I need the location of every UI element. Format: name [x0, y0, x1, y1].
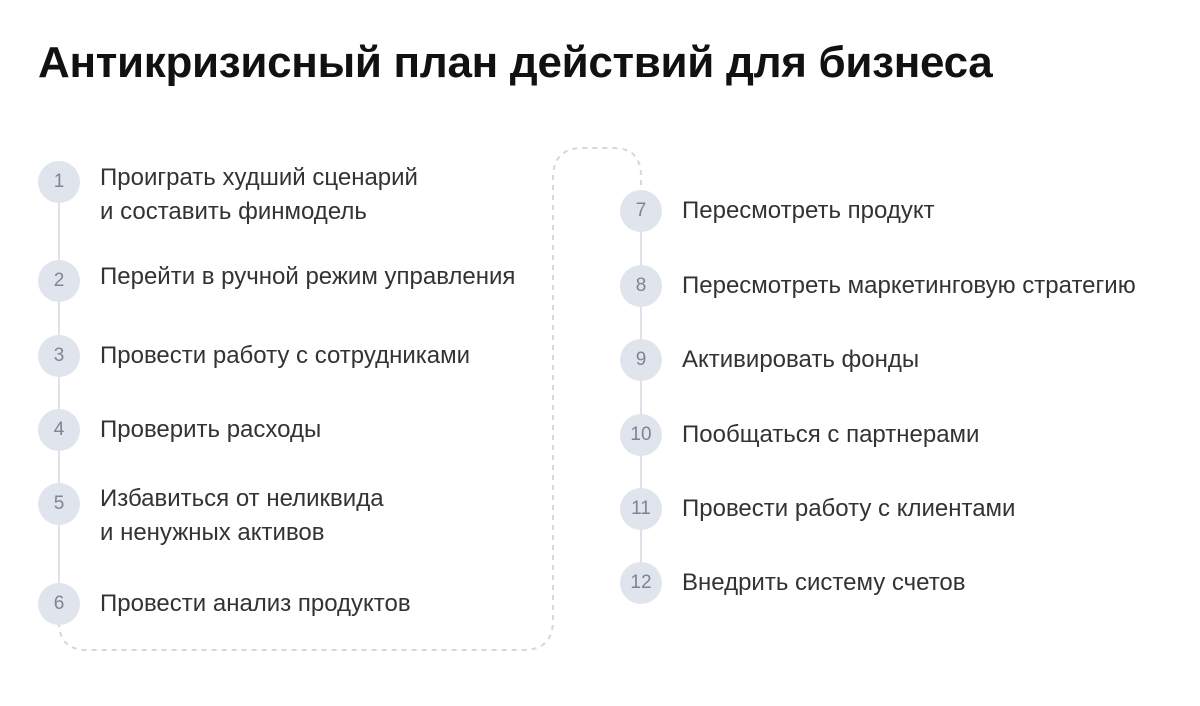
step-number-badge: 8 [620, 265, 662, 307]
step-label: Провести работу с клиентами [682, 492, 1015, 526]
step-label-line: Активировать фонды [682, 346, 920, 373]
step-label-line: Пообщаться с партнерами [682, 421, 980, 448]
step-label: Избавиться от неликвида и ненужных актив… [100, 482, 384, 550]
step-label: Провести анализ продуктов [100, 587, 411, 621]
step-label-line: Проиграть худший сценарий [100, 164, 418, 191]
step-number-badge: 9 [620, 339, 662, 381]
step-number-badge: 6 [38, 583, 80, 625]
step-label-line: и составить финмодель [100, 198, 367, 225]
step-label-line: Внедрить систему счетов [682, 569, 966, 596]
step-label: Проверить расходы [100, 413, 321, 447]
step-number-badge: 7 [620, 190, 662, 232]
step-label: Пересмотреть маркетинговую стратегию [682, 269, 1136, 303]
step-number-badge: 11 [620, 488, 662, 530]
step-number-badge: 5 [38, 483, 80, 525]
step-label: Пообщаться с партнерами [682, 418, 979, 452]
step-number-badge: 3 [38, 335, 80, 377]
step-label: Активировать фонды [682, 343, 919, 377]
step-label-line: Провести работу с сотрудниками [100, 342, 471, 369]
step-label: Внедрить систему счетов [682, 566, 966, 600]
step-number-badge: 10 [620, 414, 662, 456]
step-label: Проиграть худший сценарий и составить фи… [100, 161, 418, 229]
page-title: Антикризисный план действий для бизнеса [38, 38, 993, 87]
step-number-badge: 4 [38, 409, 80, 451]
step-number-badge: 1 [38, 161, 80, 203]
step-label-line: Проверить расходы [100, 416, 322, 443]
step-label-line: Провести анализ продуктов [100, 590, 411, 617]
step-label-line: Перейти в ручной режим управления [100, 263, 516, 290]
step-label-line: Избавиться от неликвида [100, 485, 384, 512]
step-label-line: и ненужных активов [100, 519, 325, 546]
step-label-line: Пересмотреть продукт [682, 197, 935, 224]
step-label: Перейти в ручной режим управления [100, 260, 515, 294]
step-number-badge: 2 [38, 260, 80, 302]
step-label: Провести работу с сотрудниками [100, 339, 470, 373]
step-label-line: Пересмотреть маркетинговую стратегию [682, 272, 1136, 299]
step-label-line: Провести работу с клиентами [682, 495, 1016, 522]
step-label: Пересмотреть продукт [682, 194, 935, 228]
step-number-badge: 12 [620, 562, 662, 604]
